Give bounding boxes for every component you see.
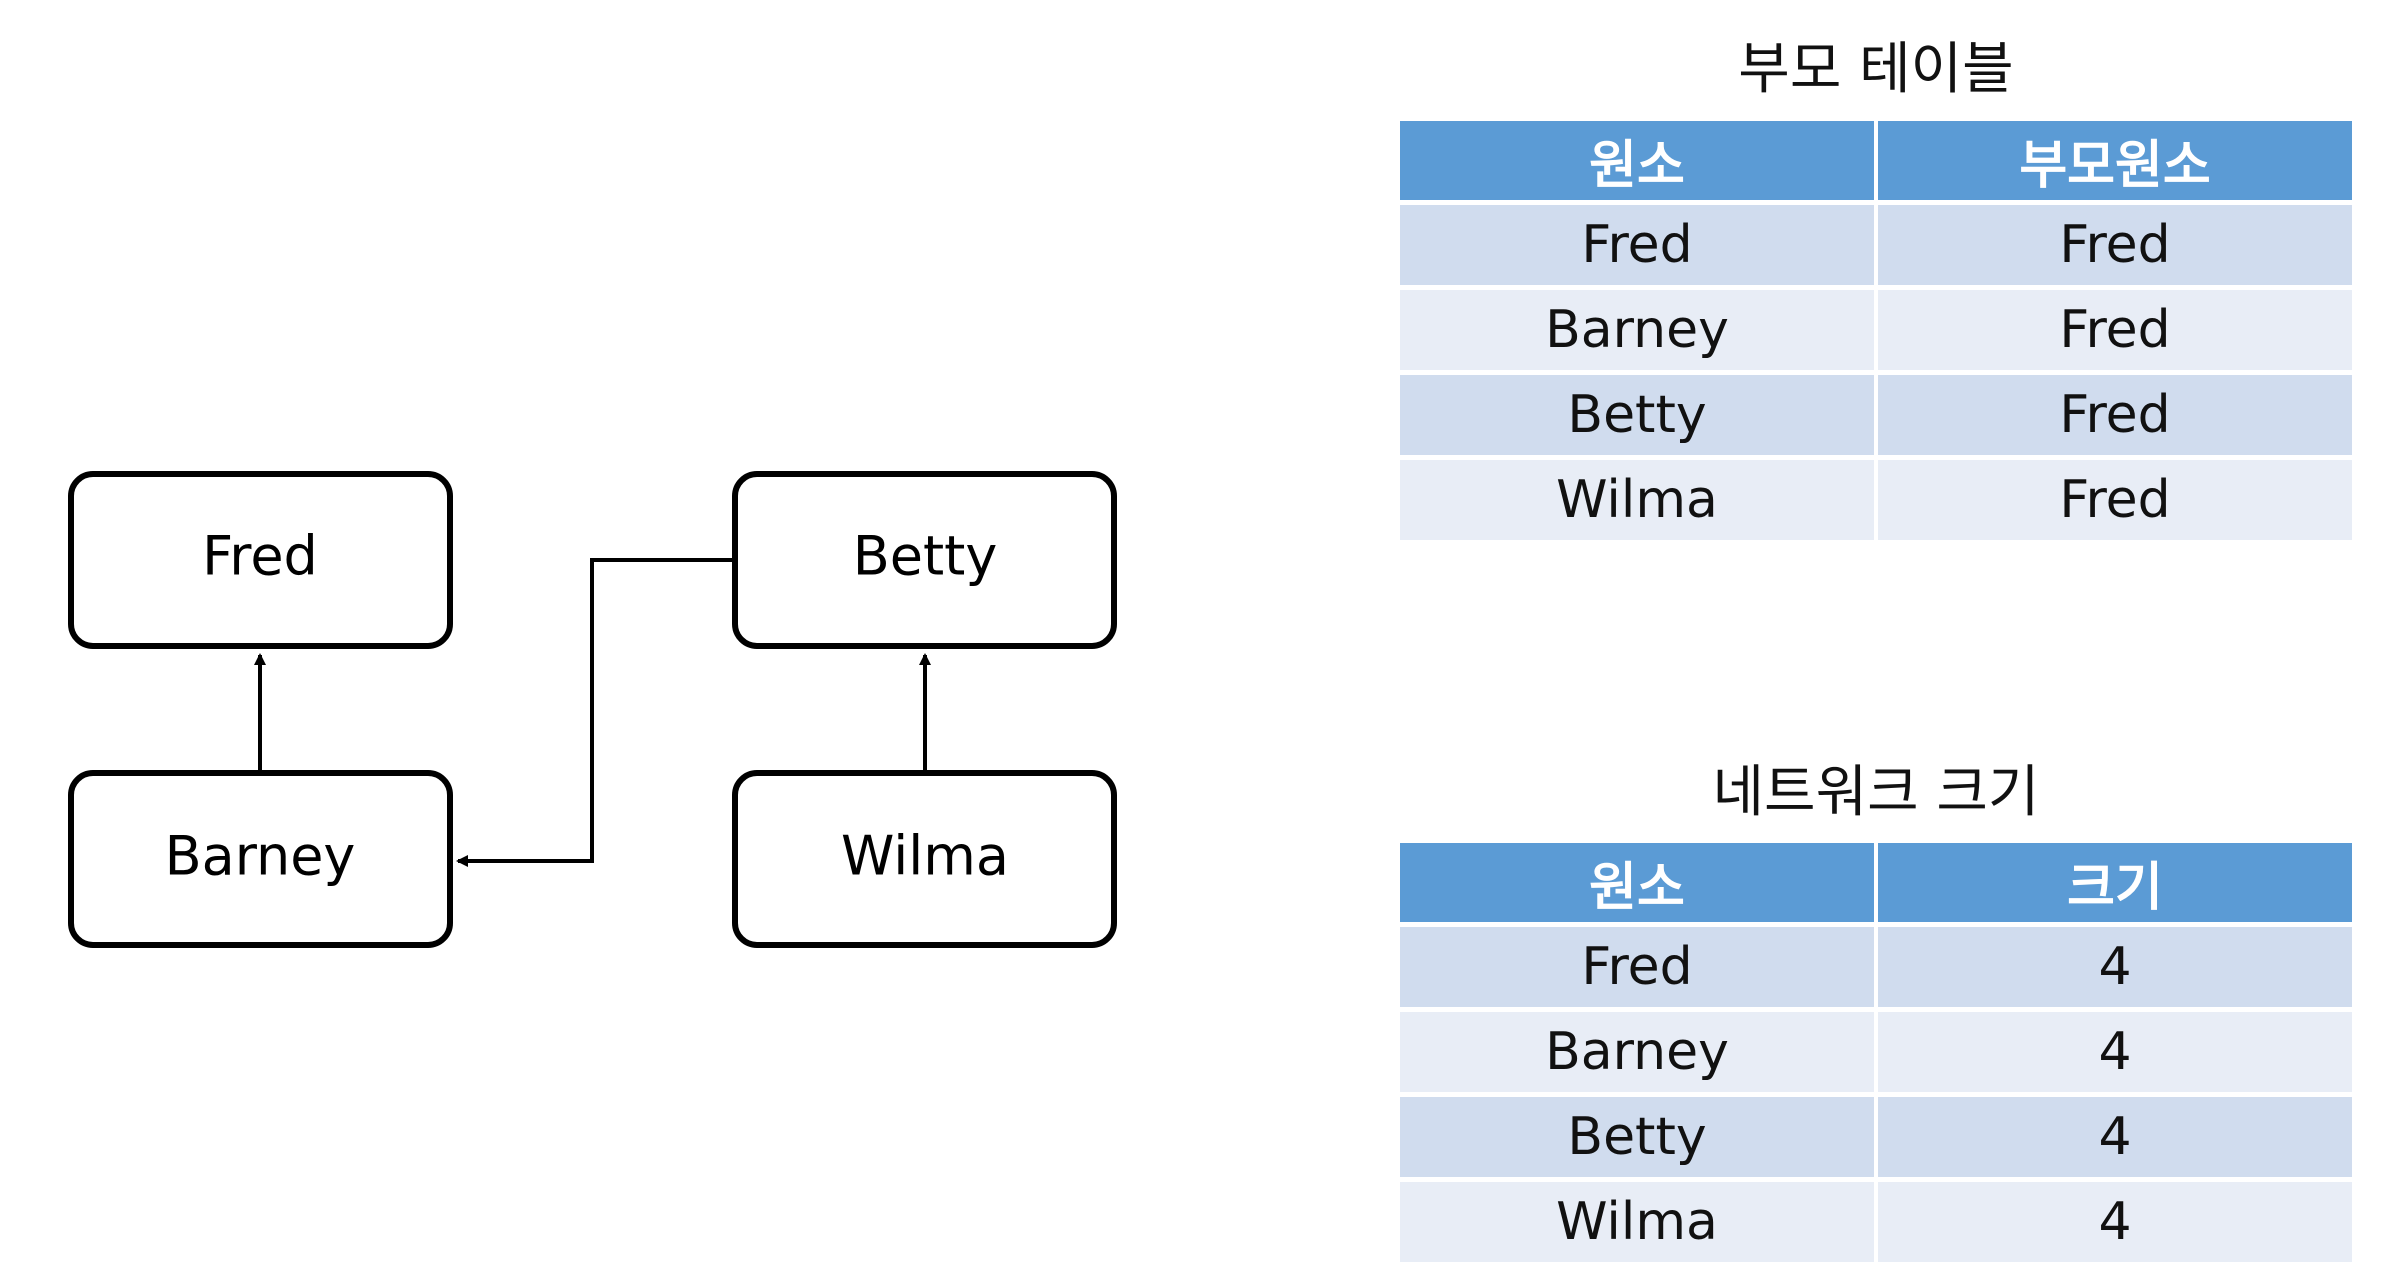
node-barney-box [68, 770, 453, 948]
table-cell: Wilma [1400, 1182, 1874, 1262]
node-fred-box [68, 471, 453, 649]
parent-table-header-parent: 부모원소 [1878, 121, 2352, 200]
table-row: Fred 4 [1400, 927, 2352, 1007]
table-cell: Fred [1400, 927, 1874, 1007]
table-cell: 4 [1878, 1182, 2352, 1262]
parent-table-title: 부모 테이블 [1738, 37, 2014, 102]
parent-table-header-element: 원소 [1400, 121, 1874, 200]
size-table-header-size: 크기 [1878, 843, 2352, 922]
table-row: Wilma 4 [1400, 1182, 2352, 1262]
tree-diagram: Fred Betty Barney Wilma [68, 471, 1117, 948]
node-wilma-box [732, 770, 1117, 948]
table-row: Barney Fred [1400, 290, 2352, 370]
table-cell: 4 [1878, 927, 2352, 1007]
table-cell: Barney [1400, 1012, 1874, 1092]
node-wilma: Wilma [732, 770, 1117, 948]
table-cell: Wilma [1400, 460, 1874, 540]
size-table-header-row: 원소 크기 [1400, 843, 2352, 922]
table-cell: Betty [1400, 1097, 1874, 1177]
table-cell: 4 [1878, 1012, 2352, 1092]
node-betty-box [732, 471, 1117, 649]
node-betty: Betty [732, 471, 1117, 649]
table-cell: 4 [1878, 1097, 2352, 1177]
size-table-header-element: 원소 [1400, 843, 1874, 922]
table-cell: Fred [1878, 205, 2352, 285]
table-cell: Betty [1400, 375, 1874, 455]
table-cell: Fred [1878, 290, 2352, 370]
size-table: 원소 크기 Fred 4 Barney 4 Betty 4 Wilma 4 [1396, 838, 2356, 1267]
table-row: Barney 4 [1400, 1012, 2352, 1092]
table-cell: Fred [1878, 460, 2352, 540]
table-cell: Fred [1878, 375, 2352, 455]
parent-table-header-row: 원소 부모원소 [1400, 121, 2352, 200]
node-barney-label: Barney [165, 825, 356, 888]
node-fred: Fred [68, 471, 453, 649]
table-cell: Barney [1400, 290, 1874, 370]
table-row: Fred Fred [1400, 205, 2352, 285]
node-wilma-label: Wilma [841, 825, 1009, 888]
table-row: Betty 4 [1400, 1097, 2352, 1177]
table-row: Wilma Fred [1400, 460, 2352, 540]
node-fred-label: Fred [202, 525, 318, 588]
node-betty-label: Betty [853, 525, 998, 588]
node-barney: Barney [68, 770, 453, 948]
edge-betty-to-barney [456, 558, 735, 867]
parent-table: 원소 부모원소 Fred Fred Barney Fred Betty Fred… [1396, 116, 2356, 545]
table-row: Betty Fred [1400, 375, 2352, 455]
table-cell: Fred [1400, 205, 1874, 285]
size-table-title: 네트워크 크기 [1712, 760, 2040, 825]
